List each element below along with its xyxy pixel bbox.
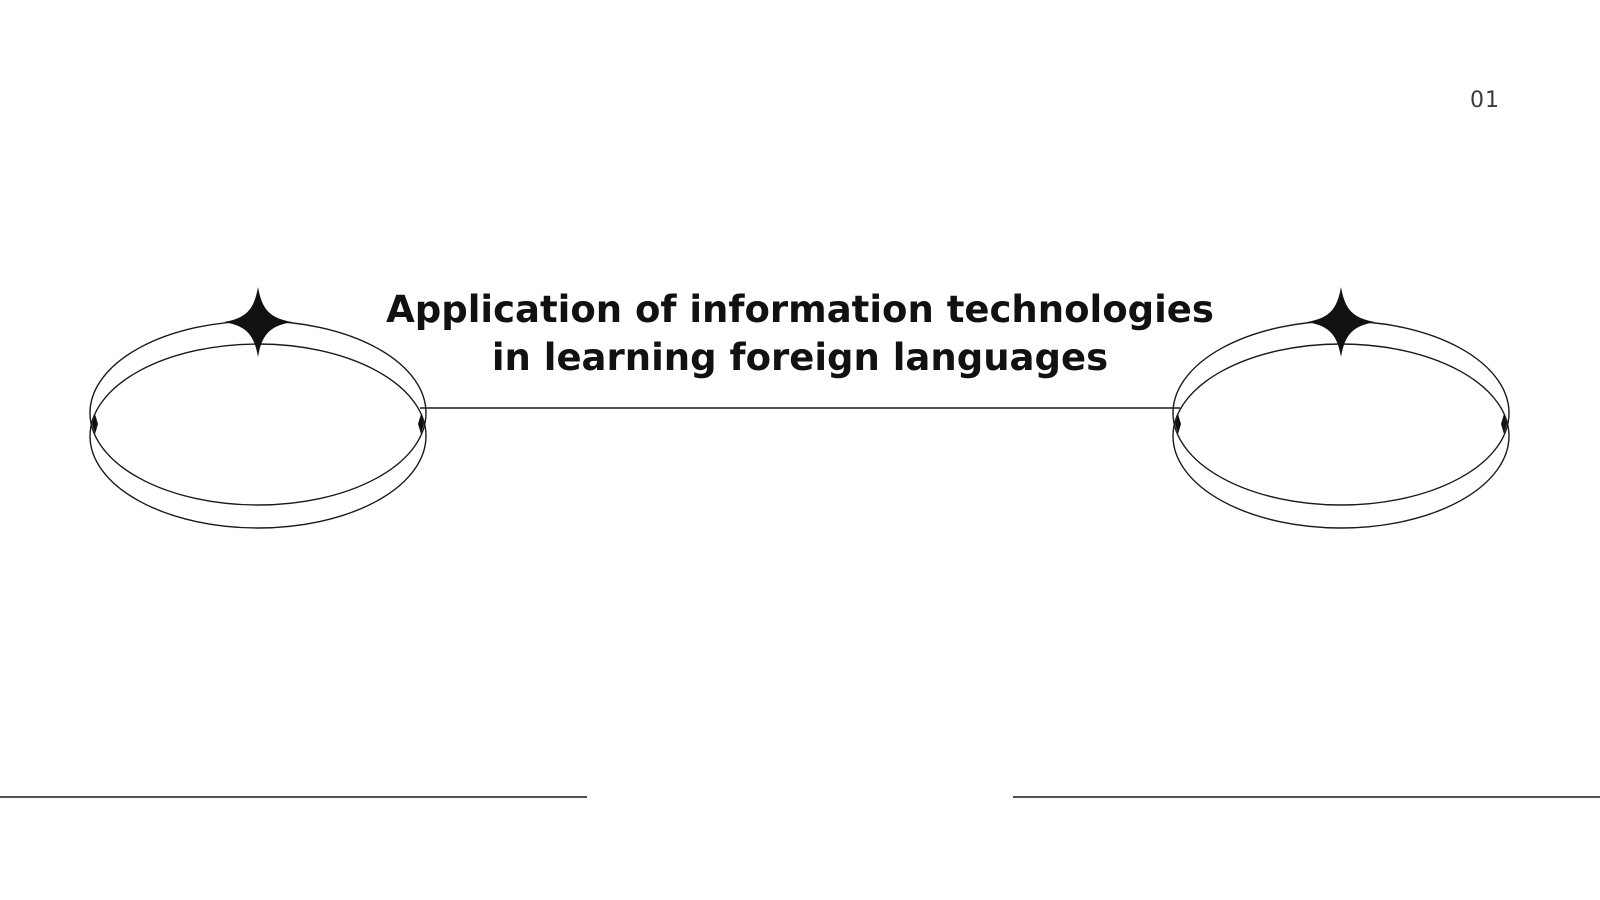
right-ring-icon bbox=[1172, 287, 1510, 529]
left-ring-icon bbox=[89, 287, 427, 529]
right-sparkle-icon bbox=[1307, 287, 1375, 357]
left-sparkle-icon bbox=[224, 287, 292, 357]
slide-title: Application of information technologies … bbox=[386, 288, 1214, 379]
page-number: 01 bbox=[1470, 88, 1500, 113]
